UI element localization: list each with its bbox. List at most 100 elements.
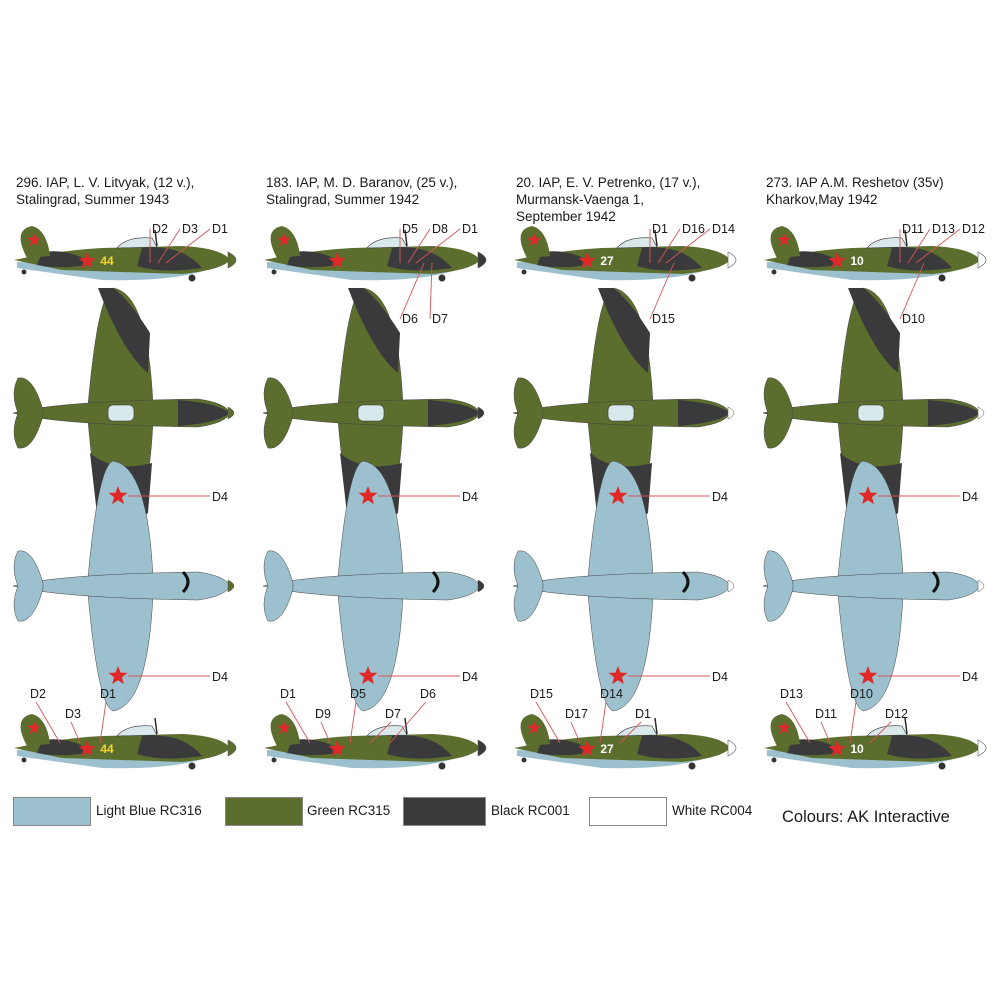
tailplane: [763, 550, 794, 622]
antenna-mast: [404, 717, 408, 735]
panel-title: 273. IAP A.M. Reshetov (35v) Kharkov,May…: [766, 174, 996, 208]
callout-leader: [785, 701, 811, 744]
spinner: [727, 251, 737, 269]
camo-patch: [537, 739, 592, 756]
spinner: [227, 579, 235, 593]
red-star-icon: [828, 252, 846, 269]
callout-leader: [407, 228, 431, 264]
callout-label: D4: [212, 490, 228, 504]
red-star-icon: [777, 233, 791, 246]
red-star-icon: [608, 666, 628, 685]
spinner: [727, 406, 735, 420]
tailplane: [13, 377, 44, 449]
callout-label: D4: [962, 670, 978, 684]
callout-leader: [820, 721, 831, 744]
red-star-icon: [858, 666, 878, 685]
camo-patch: [137, 735, 202, 759]
tactical-number: 10: [850, 742, 864, 756]
callout-label: D2: [152, 222, 168, 236]
panel-3: 20. IAP, E. V. Petrenko, (17 v.), Murman…: [500, 168, 750, 798]
callout-label: D6: [402, 312, 418, 326]
callout-label: D12: [885, 707, 908, 721]
tailplane: [513, 550, 544, 622]
exhaust-marking: [181, 570, 190, 594]
side-profile: 44: [14, 714, 237, 770]
camo-patch: [287, 251, 342, 268]
callout-leader: [415, 228, 461, 264]
callout-leader: [165, 228, 211, 264]
colours-credit: Colours: AK Interactive: [782, 808, 950, 826]
callout-label: D11: [815, 707, 837, 721]
callout-label: D1: [280, 687, 296, 701]
red-star-icon: [27, 233, 41, 246]
legend-label: Black RC001: [491, 803, 570, 818]
camo-patch: [287, 739, 342, 756]
red-star-icon: [578, 252, 596, 269]
callout-label: D5: [350, 687, 366, 701]
landing-wheel: [688, 274, 696, 282]
callout-label: D7: [432, 312, 448, 326]
callout-leader: [389, 701, 427, 744]
callout-label: D1: [462, 222, 478, 236]
panel-title: 20. IAP, E. V. Petrenko, (17 v.), Murman…: [516, 174, 746, 225]
canopy: [616, 725, 658, 737]
camo-patch: [598, 288, 650, 373]
tail-wheel: [21, 757, 27, 763]
camo-patch: [428, 400, 480, 426]
callout-leader: [849, 701, 857, 744]
tail-wheel: [521, 269, 527, 275]
camo-patch: [348, 288, 400, 373]
callout-label: D1: [652, 222, 668, 236]
callout-label: D4: [462, 490, 478, 504]
canopy: [366, 237, 408, 249]
antenna-mast: [154, 229, 158, 247]
callout-label: D1: [635, 707, 651, 721]
callout-label: D13: [932, 222, 955, 236]
callout-leader: [369, 721, 392, 744]
exhaust-marking: [931, 570, 940, 594]
spinner: [727, 579, 735, 593]
callout-label: D1: [100, 687, 116, 701]
callout-leader: [657, 228, 681, 264]
red-star-icon: [277, 721, 291, 734]
callout-leader: [99, 701, 107, 744]
title-line: Stalingrad, Summer 1943: [16, 192, 170, 207]
callout-label: D9: [315, 707, 331, 721]
camo-patch: [887, 247, 952, 271]
camo-patch: [387, 247, 452, 271]
callout-label: D15: [530, 687, 553, 701]
tailplane: [513, 377, 544, 449]
red-star-icon: [527, 233, 541, 246]
legend-swatch-light-blue: [13, 797, 91, 826]
red-star-icon: [328, 740, 346, 757]
callout-leader: [285, 701, 311, 744]
spinner: [227, 406, 235, 420]
callout-leader: [599, 701, 607, 744]
callout-label: D14: [712, 222, 735, 236]
callout-leader: [619, 721, 642, 744]
callout-label: D10: [902, 312, 925, 326]
spinner: [977, 579, 985, 593]
camo-patch: [537, 251, 592, 268]
callout-leader: [70, 721, 81, 744]
callout-label: D3: [182, 222, 198, 236]
title-line: 296. IAP, L. V. Litvyak, (12 v.),: [16, 175, 195, 190]
callout-label: D4: [712, 670, 728, 684]
side-profile: [264, 714, 487, 770]
legend-label: White RC004: [672, 803, 753, 818]
red-star-icon: [777, 721, 791, 734]
canopy: [866, 725, 908, 737]
fuselage: [512, 571, 731, 601]
callout-leader: [535, 701, 561, 744]
tactical-number: 44: [100, 742, 114, 756]
callout-label: D1: [212, 222, 228, 236]
callout-label: D16: [682, 222, 705, 236]
exhaust-marking: [681, 570, 690, 594]
legend-swatch-black: [403, 797, 486, 826]
spinner: [977, 406, 985, 420]
antenna-mast: [404, 229, 408, 247]
callout-label: D12: [962, 222, 985, 236]
landing-wheel: [938, 762, 946, 770]
red-star-icon: [277, 233, 291, 246]
